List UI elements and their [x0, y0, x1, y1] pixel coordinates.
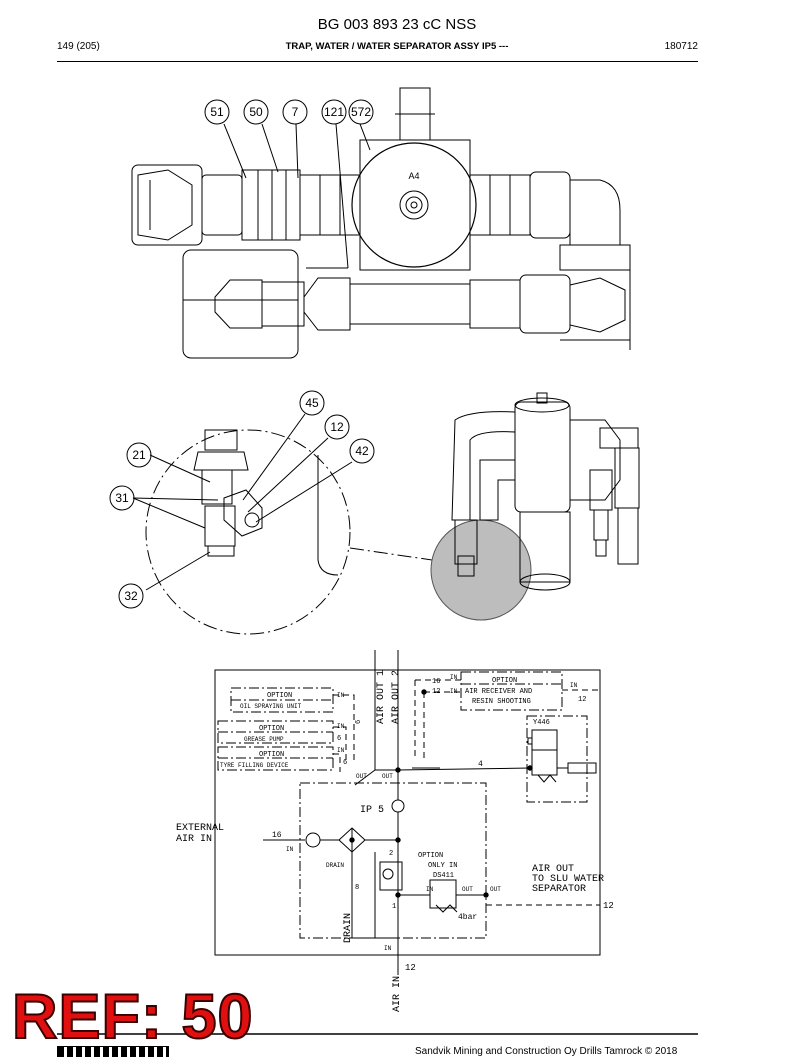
option-tyre-title: OPTION	[259, 751, 284, 759]
perspective-assembly-drawing	[430, 392, 640, 621]
external-air-in-label-1: EXTERNAL	[176, 823, 224, 834]
out-1-label: OUT	[356, 773, 367, 780]
callouts-middle: 45 12 21 42 31 32	[109, 390, 375, 609]
drain-label: DRAIN	[343, 913, 354, 943]
schematic-labels: EXTERNAL AIR IN 16 IN IP 5 DRAIN 8 DRAIN…	[176, 670, 614, 1012]
oil-spraying-unit-label: OIL SPRAYING UNIT	[240, 703, 302, 710]
callout-121	[321, 99, 347, 125]
callout-121-label: 121	[324, 105, 344, 119]
air-out-1-label: AIR OUT 1	[376, 670, 387, 724]
callout-12-label: 12	[330, 420, 344, 434]
option-ds411-title: OPTION	[418, 852, 443, 860]
callout-45-label: 45	[305, 396, 319, 410]
part-label-a4: A4	[408, 171, 419, 181]
grease-in-label: IN	[337, 723, 345, 730]
out-2-label: OUT	[382, 773, 393, 780]
pipe-8-label: 8	[355, 884, 359, 892]
slu-out-label: OUT	[490, 886, 501, 893]
pressure-4bar-label: 4bar	[458, 913, 477, 922]
option-grease-title: OPTION	[259, 725, 284, 733]
callout-45	[299, 390, 325, 416]
callout-21	[126, 442, 152, 468]
receiver-in-label-2: IN	[450, 688, 458, 695]
pipe-4-label: 4	[478, 760, 483, 769]
callout-572-label: 572	[351, 105, 371, 119]
option-receiver-title: OPTION	[492, 677, 517, 685]
company-logo	[57, 1046, 169, 1057]
tyre-pipe-6-label: 6	[343, 759, 347, 767]
header-rule	[57, 61, 698, 62]
grease-pipe-6-label: 6	[337, 735, 341, 743]
receiver-in-label-1: IN	[450, 674, 458, 681]
drain-detail-drawing	[132, 413, 433, 635]
ref-stamp: REF: 50	[11, 982, 254, 1052]
receiver-pipe-12-label: 12	[432, 688, 440, 696]
tyre-in-label: IN	[337, 747, 345, 754]
tyre-filling-device-label: TYRE FILLING DEVICE	[220, 762, 289, 769]
pipe-2-label: 2	[389, 850, 393, 858]
pipe-12-air-in-label: 12	[405, 963, 416, 973]
pneumatic-schematic	[214, 650, 601, 975]
external-air-in-label-2: AIR IN	[176, 834, 212, 845]
callout-31	[109, 485, 135, 511]
callout-42	[349, 438, 375, 464]
callout-31-label: 31	[115, 491, 129, 505]
ip5-in-label: IN	[286, 846, 294, 853]
copyright-footer: Sandvik Mining and Construction Oy Drill…	[415, 1046, 678, 1057]
ds411-out-label: OUT	[462, 886, 473, 893]
callout-51-label: 51	[210, 105, 224, 119]
callout-12	[324, 414, 350, 440]
oil-pipe-6-label: 6	[355, 720, 363, 724]
air-out-slu-label-3: SEPARATOR	[532, 884, 586, 895]
callout-572	[348, 99, 374, 125]
water-separator-assembly-drawing	[131, 87, 631, 359]
only-in-label: ONLY IN	[428, 862, 457, 870]
receiver-out-12-label: 12	[578, 696, 586, 704]
y446-label: Y446	[533, 719, 550, 727]
ds411-in-label: IN	[426, 886, 434, 893]
callout-7-label: 7	[292, 105, 299, 119]
grease-pump-label: GREASE PUMP	[244, 736, 284, 743]
air-out-slu-label-2: TO SLU WATER	[532, 874, 604, 885]
callouts-top: 51 50 7 121 572	[204, 99, 374, 125]
bottom-in-label: IN	[384, 945, 392, 952]
callout-7	[282, 99, 308, 125]
oil-in-label: IN	[337, 692, 345, 699]
air-receiver-label-1: AIR RECEIVER AND	[465, 688, 532, 696]
receiver-pipe-16-label: 16	[432, 678, 440, 686]
ds411-label: DS411	[433, 872, 454, 880]
page-number: 149 (205)	[57, 41, 100, 52]
callout-32	[118, 583, 144, 609]
air-out-2-label: AIR OUT 2	[391, 670, 402, 724]
ip5-label: IP 5	[360, 805, 384, 816]
document-subtitle: TRAP, WATER / WATER SEPARATOR ASSY IP5 -…	[285, 41, 509, 52]
slu-pipe-12-label: 12	[603, 901, 614, 911]
callout-51	[204, 99, 230, 125]
air-out-slu-label-1: AIR OUT	[532, 864, 574, 875]
callout-42-label: 42	[355, 444, 369, 458]
option-oil-title: OPTION	[267, 692, 292, 700]
document-number: BG 003 893 23 cC NSS	[317, 16, 477, 33]
drain-small-label: DRAIN	[326, 862, 344, 869]
air-in-label: AIR IN	[392, 976, 403, 1012]
callout-21-label: 21	[132, 448, 146, 462]
callout-50-label: 50	[249, 105, 263, 119]
callout-50	[243, 99, 269, 125]
air-receiver-label-2: RESIN SHOOTING	[472, 698, 531, 706]
receiver-out-in-label: IN	[570, 682, 578, 689]
document-date: 180712	[664, 41, 698, 52]
pipe-1-label: 1	[392, 903, 396, 911]
callout-32-label: 32	[124, 589, 138, 603]
pipe-16-label: 16	[272, 831, 282, 840]
